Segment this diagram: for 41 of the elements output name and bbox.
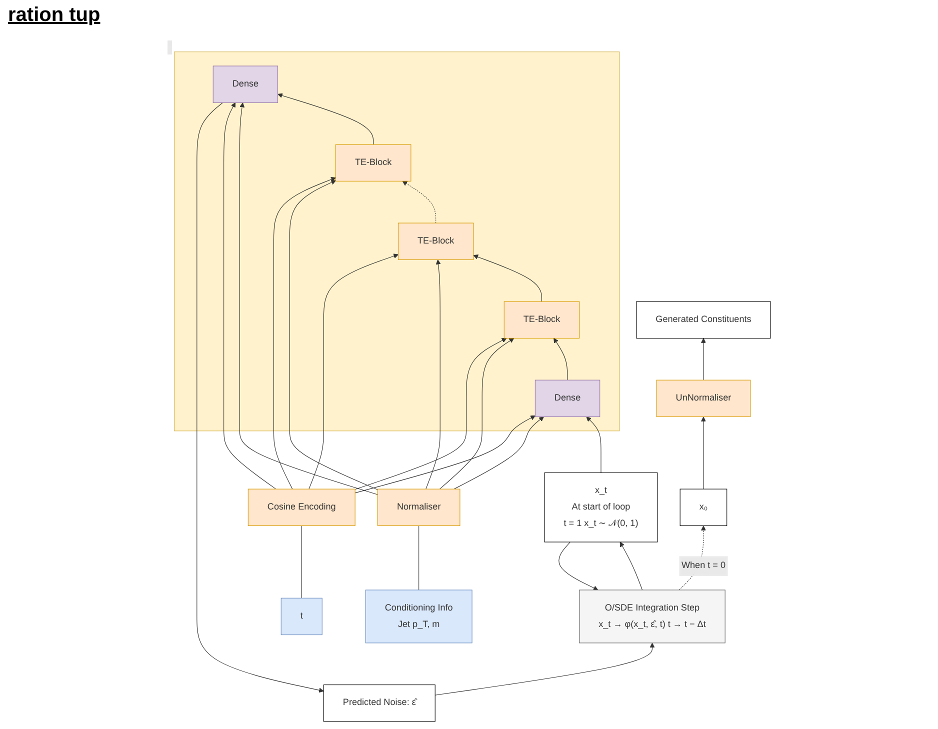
- arrow: [289, 180, 378, 490]
- node-box: Generated Constituents: [636, 301, 771, 339]
- arrow: [308, 254, 398, 490]
- arrow: [224, 102, 276, 490]
- edge-label: When t = 0: [681, 560, 726, 570]
- node-box: Predicted Noise: ε̂: [323, 684, 436, 722]
- node-box: x_t At start of loop t = 1 x_t ∼ 𝒩(0, 1): [544, 472, 658, 542]
- arrow: [454, 416, 544, 490]
- node-box: t: [280, 598, 322, 636]
- arrow: [278, 93, 374, 145]
- arrow: [402, 180, 436, 224]
- node-box: Cosine Encoding: [248, 488, 356, 526]
- arrow: [558, 542, 598, 590]
- arrow: [554, 338, 568, 380]
- node-box: x₀: [680, 488, 728, 526]
- node-box: Conditioning Info Jet p_T, m: [365, 590, 472, 644]
- arrow: [586, 416, 602, 474]
- arrow: [426, 259, 441, 490]
- cluster: [174, 52, 620, 432]
- node-box: TE-Block: [398, 222, 474, 260]
- arrow: [196, 102, 324, 693]
- arrow: [434, 642, 655, 696]
- diagram-title: ration tup: [8, 4, 100, 27]
- node-box: UnNormaliser: [656, 380, 751, 418]
- node-box: O/SDE Integration Step x_t → φ(x_t, ε̂, t) t → t − Δt: [579, 590, 726, 644]
- arrow: [354, 338, 507, 490]
- arrow: [354, 415, 536, 494]
- arrow: [700, 416, 706, 490]
- connector: [418, 525, 420, 590]
- node-box: TE-Block: [504, 301, 580, 339]
- arrow: [620, 542, 643, 590]
- connector: [301, 525, 302, 598]
- node-box: Normaliser: [377, 488, 460, 526]
- node-box: Dense: [534, 380, 600, 418]
- arrow: [473, 254, 542, 302]
- node-box: TE-Block: [335, 144, 412, 182]
- arrow: [273, 177, 336, 490]
- arrow: [700, 338, 706, 380]
- arrow: [439, 338, 514, 490]
- arrow: [239, 102, 378, 495]
- node-box: Dense: [212, 66, 278, 103]
